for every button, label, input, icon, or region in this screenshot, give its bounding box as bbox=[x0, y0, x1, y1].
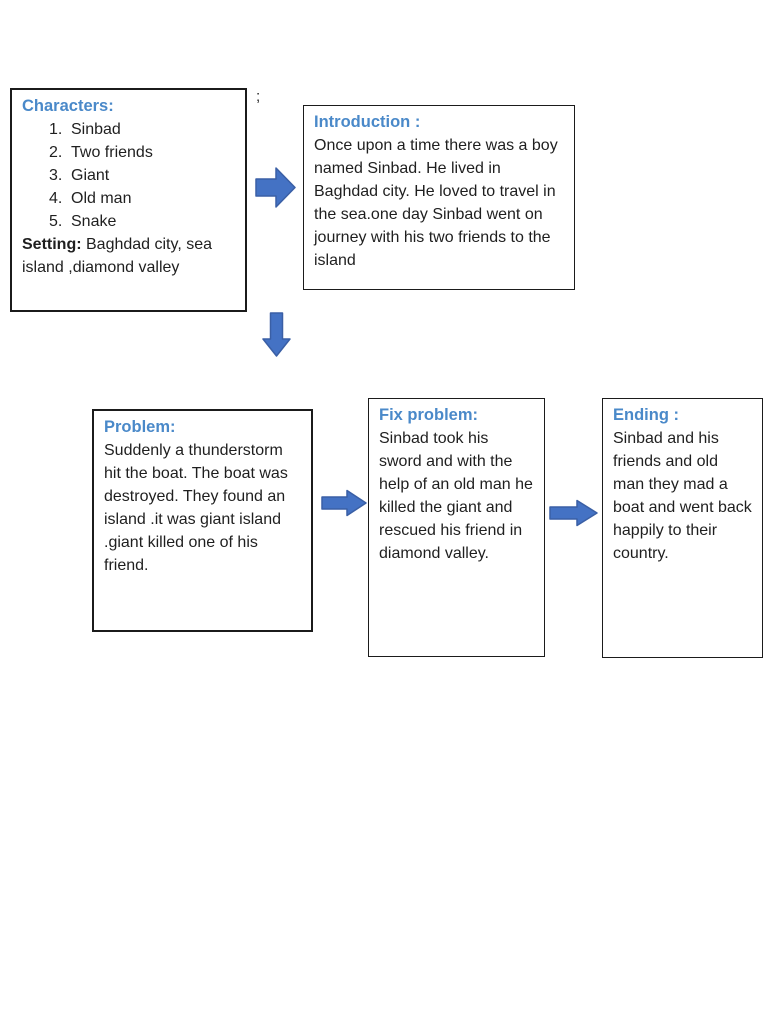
ending-body: Sinbad and his friends and old man they … bbox=[613, 430, 752, 562]
list-item-label: Giant bbox=[71, 167, 110, 184]
ending-box: Ending : Sinbad and his friends and old … bbox=[602, 398, 763, 658]
right-arrow-icon bbox=[549, 499, 598, 527]
fix-problem-title: Fix problem: bbox=[379, 406, 479, 424]
problem-box: Problem: Suddenly a thunderstorm hit the… bbox=[92, 409, 313, 632]
setting-label: Setting: bbox=[22, 236, 82, 253]
stray-semicolon: ; bbox=[256, 88, 261, 105]
introduction-title: Introduction : bbox=[314, 113, 421, 131]
list-item-number: 3. bbox=[49, 167, 63, 184]
list-item-number: 2. bbox=[49, 144, 63, 161]
fix-problem-box: Fix problem: Sinbad took his sword and w… bbox=[368, 398, 545, 657]
list-item: 1. Sinbad bbox=[22, 118, 235, 141]
right-arrow-icon bbox=[255, 166, 296, 209]
list-item-label: Old man bbox=[71, 190, 132, 207]
list-item: 3. Giant bbox=[22, 164, 235, 187]
list-item-number: 5. bbox=[49, 213, 63, 230]
fix-problem-body: Sinbad took his sword and with the help … bbox=[379, 430, 533, 562]
list-item-label: Snake bbox=[71, 213, 117, 230]
problem-body: Suddenly a thunderstorm hit the boat. Th… bbox=[104, 442, 288, 574]
list-item: 5. Snake bbox=[22, 210, 235, 233]
setting-text: Baghdad city, sea island ,diamond valley bbox=[22, 236, 212, 276]
setting-line: Setting: Baghdad city, sea island ,diamo… bbox=[22, 233, 235, 279]
introduction-box: Introduction : Once upon a time there wa… bbox=[303, 105, 575, 290]
list-item-label: Sinbad bbox=[71, 121, 121, 138]
right-arrow-icon bbox=[321, 489, 367, 517]
list-item: 4. Old man bbox=[22, 187, 235, 210]
list-item: 2. Two friends bbox=[22, 141, 235, 164]
characters-title: Characters: bbox=[22, 97, 114, 115]
characters-box: Characters: 1. Sinbad 2. Two friends 3. … bbox=[10, 88, 247, 312]
list-item-label: Two friends bbox=[71, 144, 153, 161]
list-item-number: 4. bbox=[49, 190, 63, 207]
ending-title: Ending : bbox=[613, 406, 679, 424]
down-arrow-icon bbox=[262, 312, 291, 358]
introduction-body: Once upon a time there was a boy named S… bbox=[314, 137, 558, 269]
characters-list: 1. Sinbad 2. Two friends 3. Giant 4. Old… bbox=[22, 118, 235, 233]
problem-title: Problem: bbox=[104, 418, 176, 436]
list-item-number: 1. bbox=[49, 121, 63, 138]
